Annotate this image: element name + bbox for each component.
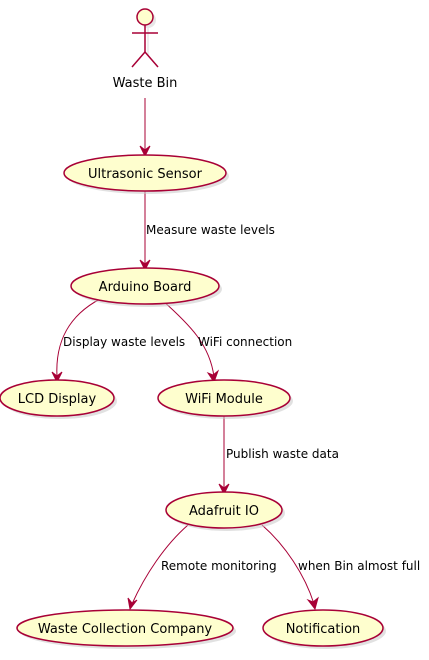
edge-label: Display waste levels <box>63 335 185 349</box>
use-case-wifi-module[interactable]: WiFi Module <box>157 379 293 419</box>
edge-waste-bin-to-ultrasonic-sensor <box>139 98 151 158</box>
edge-arduino-board-to-lcd-display: Display waste levels <box>51 298 185 384</box>
use-case-waste-collection-company[interactable]: Waste Collection Company <box>16 609 236 649</box>
use-case-label: WiFi Module <box>185 392 263 407</box>
edge-label: Publish waste data <box>226 447 339 461</box>
edge-label: Remote monitoring <box>161 559 277 573</box>
actor-label: Waste Bin <box>113 76 178 91</box>
arrowhead-icon <box>51 371 63 384</box>
use-case-label: Notification <box>286 622 361 637</box>
arrowhead-icon <box>306 596 319 611</box>
use-case-label: Adafruit IO <box>189 504 259 519</box>
use-case-adafruit-io[interactable]: Adafruit IO <box>165 491 285 531</box>
arrowhead-icon <box>218 483 230 496</box>
arrowhead-icon <box>139 259 151 272</box>
arrowhead-icon <box>139 145 151 158</box>
use-case-label: Ultrasonic Sensor <box>88 167 203 182</box>
edge-label: WiFi connection <box>198 335 292 349</box>
use-case-notification[interactable]: Notification <box>262 609 386 649</box>
edge-wifi-module-to-adafruit-io: Publish waste data <box>218 415 339 496</box>
use-case-label: LCD Display <box>18 392 97 407</box>
edge-adafruit-io-to-notification: when Bin almost full <box>261 524 420 611</box>
edge-label: when Bin almost full <box>298 559 420 573</box>
arrowhead-icon <box>206 369 220 384</box>
edge-adafruit-io-to-waste-collection-company: Remote monitoring <box>127 524 277 611</box>
stick-figure-icon <box>131 8 159 68</box>
use-case-arduino-board[interactable]: Arduino Board <box>70 267 222 307</box>
edge-arduino-board-to-wifi-module: WiFi connection <box>161 299 292 384</box>
use-case-label: Arduino Board <box>99 280 192 295</box>
edge-ultrasonic-sensor-to-arduino-board: Measure waste levels <box>139 190 275 272</box>
actor-waste-bin[interactable]: Waste Bin <box>113 8 178 91</box>
use-case-label: Waste Collection Company <box>38 622 213 637</box>
use-case-lcd-display[interactable]: LCD Display <box>0 379 117 419</box>
arrowhead-icon <box>127 597 138 611</box>
use-case-ultrasonic-sensor[interactable]: Ultrasonic Sensor <box>63 154 229 194</box>
edge-label: Measure waste levels <box>146 223 275 237</box>
